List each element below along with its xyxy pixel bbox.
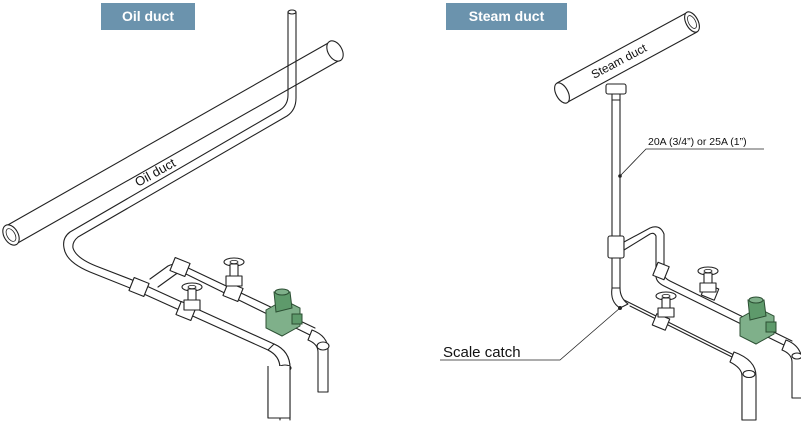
pipe-size-callout <box>618 148 764 178</box>
oil-duct-pipe <box>2 40 344 246</box>
scale-catch-callout <box>440 307 621 361</box>
steam-duct-pipe <box>554 11 700 104</box>
oil-duct-header: Oil duct <box>101 3 195 30</box>
steam-duct-header: Steam duct <box>446 3 567 30</box>
steam-strainer <box>739 296 777 345</box>
oil-manifold <box>128 256 330 421</box>
steam-valve-lower <box>655 291 677 318</box>
scale-catch-label: Scale catch <box>443 344 521 361</box>
oil-feed-pipe <box>63 9 297 291</box>
oil-valve-lower <box>181 282 203 311</box>
oil-strainer <box>265 288 303 337</box>
steam-riser <box>605 83 665 310</box>
steam-valve-upper <box>697 266 719 293</box>
oil-valve-upper <box>223 257 245 287</box>
pipe-size-label: 20A (3/4”) or 25A (1”) <box>648 136 747 148</box>
